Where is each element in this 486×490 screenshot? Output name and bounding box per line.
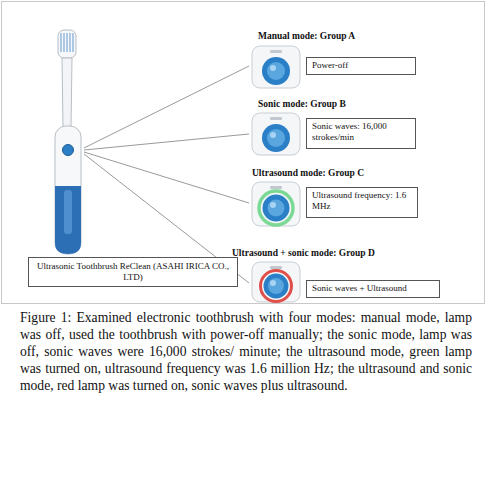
button-icon-green xyxy=(252,182,300,226)
mode-box: Ultrasound frequency: 1.6 MHz xyxy=(306,187,418,218)
figure-frame xyxy=(2,2,485,304)
leader-line xyxy=(84,152,249,203)
box-text: Sonic waves: 16,000 strokes/min xyxy=(312,121,410,143)
leader-lines xyxy=(84,66,249,283)
box-text: Ultrasonic Toothbrush ReClean (ASAHI IRI… xyxy=(35,261,231,283)
product-box: Ultrasonic Toothbrush ReClean (ASAHI IRI… xyxy=(28,257,238,287)
brush-head xyxy=(58,30,76,58)
button-icon-red xyxy=(252,262,300,302)
mode-heading: Ultrasound + sonic mode: Group D xyxy=(232,248,375,259)
handle-grip xyxy=(55,186,81,254)
mode-heading: Manual mode: Group A xyxy=(258,31,355,42)
grip-stripe xyxy=(64,190,72,234)
mode-heading: Sonic mode: Group B xyxy=(258,99,346,110)
box-text: Sonic waves + Ultrasound xyxy=(312,283,434,294)
mode-box: Power-off xyxy=(306,57,416,75)
brush-handle xyxy=(55,126,81,254)
power-button xyxy=(63,145,74,156)
figure-caption: Figure 1: Examined electronic toothbrush… xyxy=(20,309,472,394)
mode-box: Sonic waves: 16,000 strokes/min xyxy=(306,118,416,149)
bristles xyxy=(61,33,73,52)
mode-heading: Ultrasound mode: Group C xyxy=(252,168,364,179)
button-icon xyxy=(252,46,300,88)
brush-neck xyxy=(62,58,72,128)
mode-box: Sonic waves + Ultrasound xyxy=(306,280,440,298)
leader-line xyxy=(84,134,249,150)
box-text: Power-off xyxy=(312,60,410,71)
leader-line xyxy=(84,66,249,148)
toothbrush-illustration xyxy=(55,30,81,254)
button-icon xyxy=(252,113,300,155)
box-text: Ultrasound frequency: 1.6 MHz xyxy=(312,190,412,212)
